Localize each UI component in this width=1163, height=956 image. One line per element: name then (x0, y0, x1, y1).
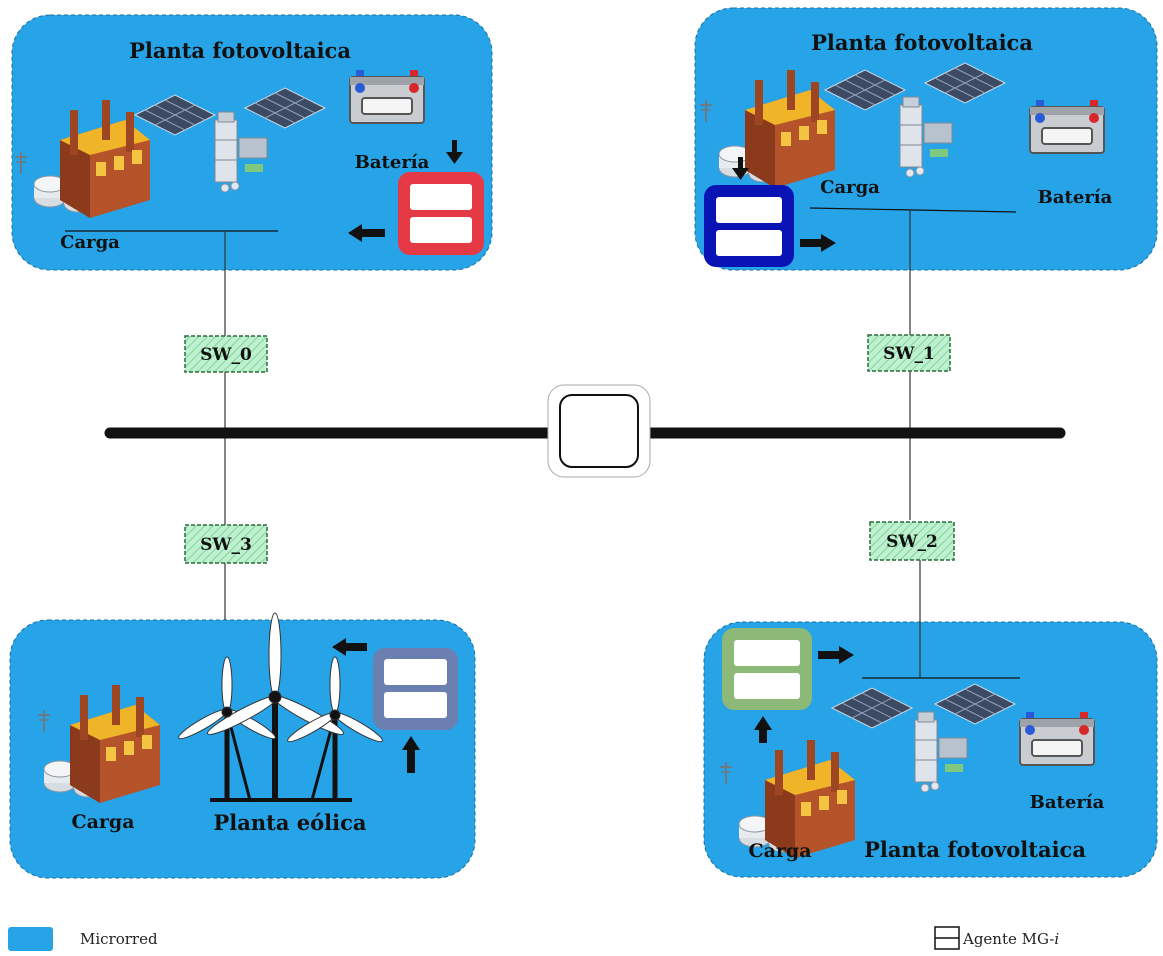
switch-sw0: SW_0 (184, 335, 268, 373)
arrow-left-icon (348, 224, 385, 242)
mg1-battery-label: Batería (1038, 187, 1113, 208)
sw0-label: SW_0 (200, 345, 252, 365)
battery-icon (349, 69, 425, 124)
legend-agent-icon (934, 926, 960, 950)
arrow-left-icon (332, 638, 367, 656)
mg1-load-label: Carga (820, 177, 880, 198)
mg2-title: Planta fotovoltaica (864, 837, 1086, 862)
arrow-down-icon (732, 157, 749, 180)
mg2-battery-label: Batería (1030, 792, 1105, 813)
legend-agent-label: Agente MG-i (962, 930, 1059, 948)
switch-sw3: SW_3 (184, 524, 268, 564)
switch-sw2: SW_2 (869, 521, 955, 561)
arrow-up-icon (754, 716, 772, 743)
sw2-label: SW_2 (886, 532, 938, 552)
mg0-title: Planta fotovoltaica (129, 38, 351, 63)
pcc-breaker (559, 394, 639, 468)
mg0-battery-label: Batería (355, 152, 430, 173)
arrow-right-icon (800, 234, 836, 252)
arrow-up-icon (402, 736, 420, 773)
mg1-feeder-line (809, 207, 1017, 213)
mg1-title: Planta fotovoltaica (811, 30, 1033, 55)
legend-microgrid-label: Microrred (80, 930, 158, 948)
agent-mg0 (398, 172, 484, 255)
mg3-load-label: Carga (71, 811, 134, 833)
legend-microgrid-swatch (8, 927, 53, 951)
battery-icon (1019, 711, 1095, 766)
microgrid-0: Planta fotovoltaica Batería Carga (11, 14, 493, 271)
switch-sw1: SW_1 (867, 334, 951, 372)
microgrid-1: Planta fotovoltaica Batería Carga (694, 7, 1158, 271)
mg3-title: Planta eólica (214, 810, 367, 835)
main-bus (104, 384, 1066, 478)
arrow-down-icon (446, 140, 463, 164)
arrow-right-icon (818, 646, 854, 664)
mg0-load-label: Carga (60, 232, 120, 253)
agent-mg3 (373, 648, 458, 730)
sw3-label: SW_3 (200, 535, 252, 555)
legend: Microrred Agente MG-i (8, 926, 1059, 951)
agent-mg1 (704, 185, 794, 267)
battery-icon (1029, 99, 1105, 154)
mg2-load-label: Carga (748, 840, 811, 862)
sw1-label: SW_1 (883, 344, 935, 364)
microgrid-2: Batería Carga Planta fotovoltaica (703, 621, 1158, 878)
agent-mg2 (722, 628, 812, 710)
microgrid-3: Carga Planta eólica (9, 612, 476, 879)
turbine-blades-icon (178, 612, 383, 743)
